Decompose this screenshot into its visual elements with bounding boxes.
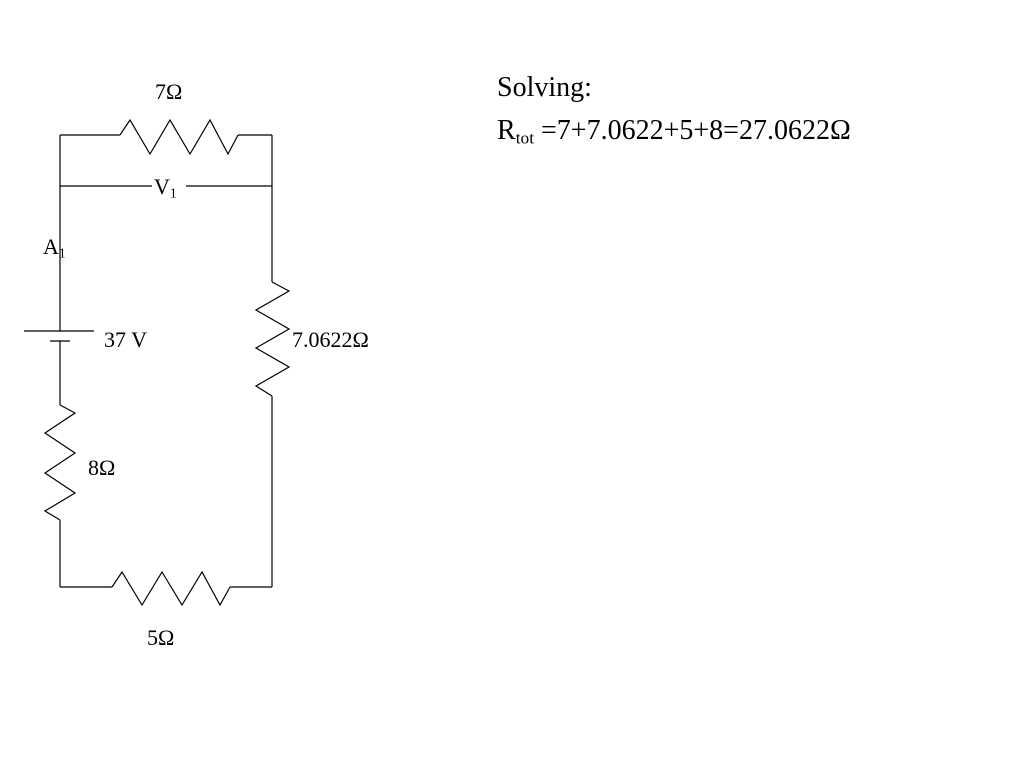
resistor-top-symbol: [119, 118, 239, 156]
ammeter-label-main: A: [43, 234, 59, 259]
voltmeter-label-main: V: [154, 174, 170, 199]
solution-equation: =7+7.0622+5+8=27.0622Ω: [541, 115, 851, 146]
total-resistance-symbol: R: [497, 115, 516, 146]
battery-label: 37 V: [104, 327, 147, 352]
solution-heading: Solving:: [497, 72, 592, 103]
resistor-right-label: 7.0622Ω: [292, 327, 369, 352]
ammeter-label-sub: 1: [58, 245, 66, 261]
resistor-top-label: 7Ω: [155, 79, 183, 104]
voltmeter-label-sub: 1: [169, 185, 177, 201]
solution-equation-line: Rtot =7+7.0622+5+8=27.0622Ω: [497, 117, 851, 147]
ammeter-label: A1: [43, 236, 66, 260]
resistor-right-symbol: [254, 281, 291, 397]
resistor-bottom-label: 5Ω: [147, 625, 175, 650]
voltmeter-label: V1: [154, 176, 177, 200]
resistor-left-label: 8Ω: [88, 455, 116, 480]
resistor-left-symbol: [43, 404, 77, 521]
resistor-bottom-symbol: [111, 570, 231, 607]
total-resistance-subscript: tot: [515, 128, 535, 148]
